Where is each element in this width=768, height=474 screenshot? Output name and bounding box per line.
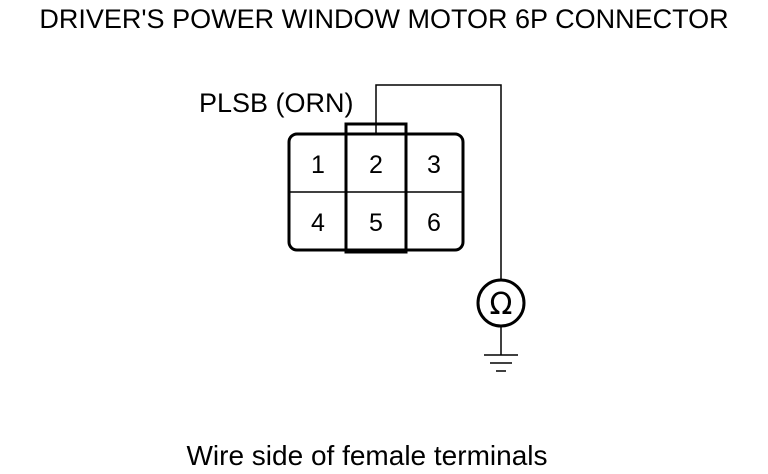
- pin-6: 6: [427, 209, 441, 237]
- pin-1: 1: [311, 151, 325, 179]
- pin-2: 2: [369, 151, 383, 179]
- pin-4: 4: [311, 209, 325, 237]
- diagram-title: DRIVER'S POWER WINDOW MOTOR 6P CONNECTOR: [39, 4, 729, 34]
- wire-label: PLSB (ORN): [199, 88, 354, 118]
- pin-3: 3: [427, 151, 441, 179]
- footer-caption: Wire side of female terminals: [186, 440, 548, 471]
- ground-icon: [484, 354, 518, 372]
- pin-5: 5: [369, 209, 383, 237]
- probe-wire: [375, 84, 502, 280]
- ohmmeter-icon: Ω: [476, 278, 526, 328]
- ohm-symbol: Ω: [490, 287, 513, 322]
